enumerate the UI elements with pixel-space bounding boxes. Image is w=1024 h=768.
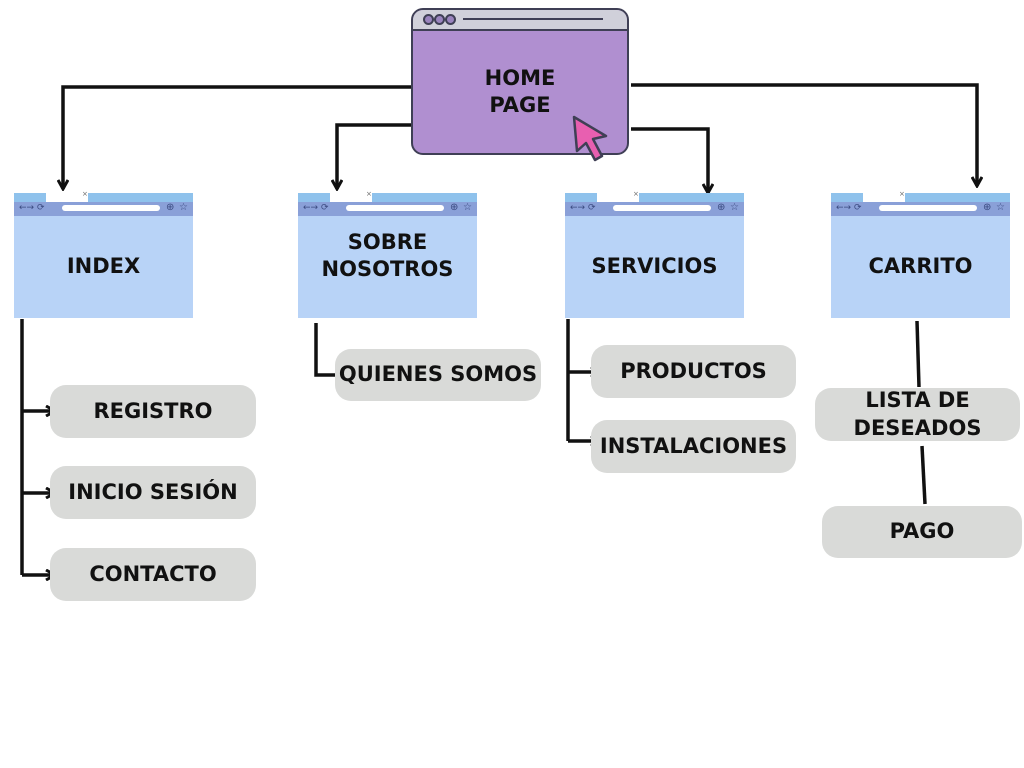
link-home-carrito [631,83,977,186]
node-productos: PRODUCTOS [591,345,796,398]
node-quienes-somos: QUIENES SOMOS [335,349,541,401]
node-pago: PAGO [822,506,1022,558]
node-lista-deseados: LISTA DE DESEADOS [815,388,1020,441]
lista-label-line2: DESEADOS [853,415,982,440]
browser-window-icon: × ←→ ⟳ ⊕☆ [831,190,1010,216]
node-contacto: CONTACTO [50,548,256,601]
node-instalaciones: INSTALACIONES [591,420,796,473]
link-home-index [63,85,411,189]
window-address-line [463,18,603,20]
page-index-label: INDEX [66,254,141,279]
window-dot-icon [423,14,434,25]
link-home-sobre [337,123,411,189]
link-carrito-lista [915,320,921,388]
lista-label-line1: LISTA DE [865,388,970,413]
page-sobre-label: SOBRE NOSOTROS [298,216,477,318]
window-dot-icon [445,14,456,25]
browser-window-icon: × ←→ ⟳ ⊕☆ [565,190,744,216]
page-servicios-label: SERVICIOS [591,254,718,279]
page-carrito-label: CARRITO [868,254,973,279]
browser-window-icon: × ←→ ⟳ ⊕☆ [298,190,477,216]
home-label-line2: PAGE [489,93,551,117]
node-registro: REGISTRO [50,385,256,438]
sobre-label-line2: NOSOTROS [321,257,454,282]
pointer-cursor-icon [572,115,608,162]
browser-window-icon: × ←→ ⟳ ⊕☆ [14,190,193,216]
link-lista-pago [920,445,927,505]
page-servicios: × ←→ ⟳ ⊕☆ SERVICIOS [565,190,744,318]
home-page-label: HOME PAGE [413,29,627,153]
home-window-titlebar [413,10,627,31]
node-inicio-sesion: INICIO SESIÓN [50,466,256,519]
window-dot-icon [434,14,445,25]
sobre-label-line1: SOBRE [347,230,428,254]
link-home-servicios [631,127,708,193]
home-label-line1: HOME [484,65,556,90]
page-index: × ←→ ⟳ ⊕☆ INDEX [14,190,193,318]
page-carrito: × ←→ ⟳ ⊕☆ CARRITO [831,190,1010,318]
page-sobre-nosotros: × ←→ ⟳ ⊕☆ SOBRE NOSOTROS [298,190,477,318]
